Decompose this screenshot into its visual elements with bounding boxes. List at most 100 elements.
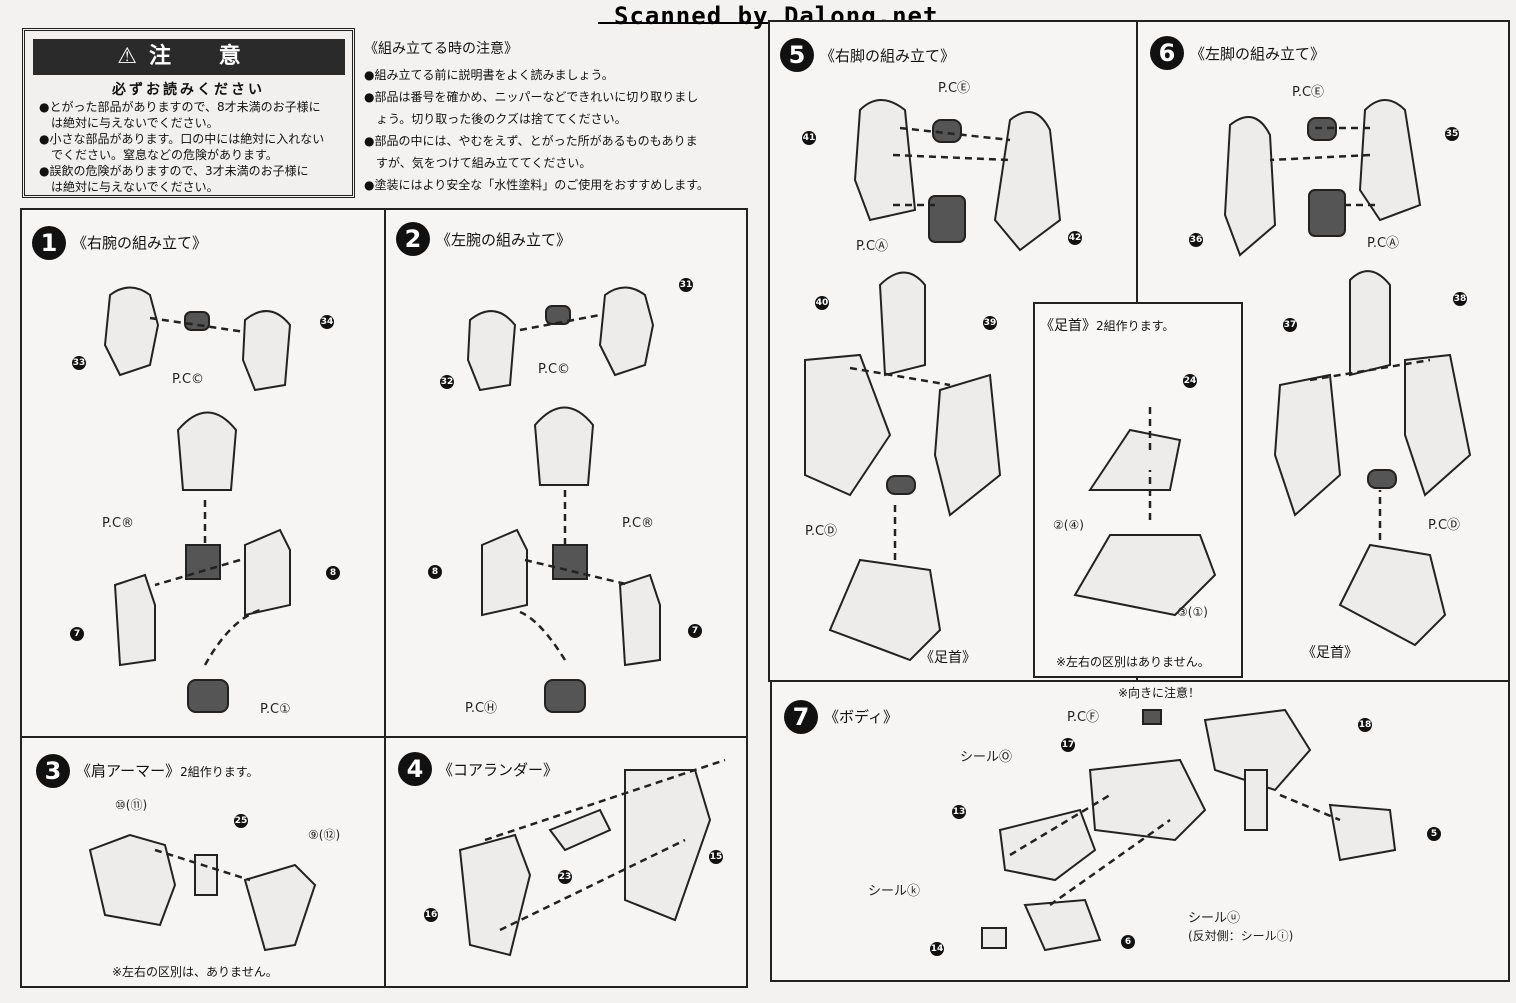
part-number: ②(④) xyxy=(1053,518,1084,532)
direction-note: ※向きに注意！ xyxy=(1118,686,1201,700)
part-14 xyxy=(981,927,1007,949)
pc-e-label: P.CⒺ xyxy=(1292,85,1325,100)
caution-subtitle: 必ずお読みください xyxy=(112,82,265,98)
part-number: 5 xyxy=(1427,827,1441,841)
part-7 xyxy=(113,573,156,667)
part-number: 7 xyxy=(70,627,84,641)
part-40 xyxy=(804,353,892,497)
caution-line: は絶対に与えないでください。 xyxy=(39,116,219,130)
seal-u-label: シールⓤ xyxy=(1188,911,1241,926)
ankle-suffix: 2組作ります。 xyxy=(1096,319,1175,333)
part-6 xyxy=(1023,898,1102,952)
pc-c-label: P.C© xyxy=(538,362,571,377)
pc-d-label: P.CⒹ xyxy=(1428,518,1461,533)
polycap-f xyxy=(1142,709,1162,725)
pc-d-label: P.CⒹ xyxy=(805,524,838,539)
part-5 xyxy=(1328,803,1397,862)
polycap-c xyxy=(184,311,210,331)
part-number: ⑩(⑪) xyxy=(115,798,148,812)
part-23 xyxy=(548,808,612,852)
part-24 xyxy=(1088,428,1182,491)
ankle-part xyxy=(1338,543,1447,647)
part-18 xyxy=(1203,708,1312,792)
step6-title: 《左脚の組み立て》 xyxy=(1190,45,1326,63)
polycap-a xyxy=(928,195,966,243)
pc-f-label: P.CⒻ xyxy=(1067,710,1100,725)
part-number: 36 xyxy=(1189,233,1203,247)
part-number: ⑨(⑫) xyxy=(308,828,341,842)
polycap-a xyxy=(1308,189,1346,237)
ankle-title: 《足首》 xyxy=(1040,318,1096,334)
part-number: 15 xyxy=(709,850,723,864)
part-25 xyxy=(194,854,218,896)
assembly-note: ●部品の中には、やむをえず、とがった所があるものもありま xyxy=(364,134,698,148)
upper-arm xyxy=(533,406,595,486)
part-number: 8 xyxy=(326,566,340,580)
part-number: 39 xyxy=(983,316,997,330)
part-number: 18 xyxy=(1358,718,1372,732)
pc-i-label: P.C① xyxy=(260,702,291,717)
part-number: 40 xyxy=(815,296,829,310)
part-number: 31 xyxy=(679,278,693,292)
ankle-part xyxy=(828,558,942,662)
seal-o-label: シールⓄ xyxy=(960,750,1013,765)
part-13 xyxy=(998,808,1097,882)
part-number: 7 xyxy=(688,624,702,638)
step6-number: 6 xyxy=(1150,36,1184,70)
part-35 xyxy=(1358,99,1422,222)
assembly-note: すが、気をつけて組み立ててください。 xyxy=(364,156,592,170)
ankle-label: 《足首》 xyxy=(920,650,976,666)
pc-a-label: P.CⒶ xyxy=(856,239,889,254)
part-8 xyxy=(244,528,291,617)
pc-c-label: P.C© xyxy=(172,372,205,387)
assembly-note: ●組み立てる前に説明書をよく読みましょう。 xyxy=(364,68,614,82)
step3-heading: 《肩アーマー》2組作ります。 xyxy=(76,760,259,781)
polycap-e xyxy=(932,119,962,143)
part-number: 32 xyxy=(440,375,454,389)
pc-b-label: P.C® xyxy=(622,516,655,531)
caution-header: ⚠ 注 意 xyxy=(33,39,345,75)
step2-number: 2 xyxy=(396,222,430,256)
hand-i xyxy=(187,679,229,713)
part-number: 33 xyxy=(72,356,86,370)
assembly-note: ょう。切り取った後のクズは捨ててください。 xyxy=(364,112,627,126)
part-39 xyxy=(933,373,1002,517)
assembly-note: ●塗装にはより安全な「水性塗料」のご使用をおすすめします。 xyxy=(364,178,710,192)
step1-title: 《右腕の組み立て》 xyxy=(72,234,208,252)
step3-number: 3 xyxy=(36,754,70,788)
step2-title: 《左腕の組み立て》 xyxy=(436,231,572,249)
pc-h-label: P.CⒽ xyxy=(465,701,498,716)
step3-title: 《肩アーマー》 xyxy=(76,762,181,780)
caution-line: は絶対に与えないでください。 xyxy=(39,180,219,194)
step5-title: 《右脚の組み立て》 xyxy=(820,47,956,65)
seal-u-note: (反対側：シールⓘ) xyxy=(1188,929,1294,943)
step3-panel xyxy=(20,736,386,988)
part-9 xyxy=(243,863,317,952)
caution-title: 注 意 xyxy=(149,44,261,69)
pc-a-label: P.CⒶ xyxy=(1367,236,1400,251)
caution-line: ●誤飲の危険がありますので、3才未満のお子様に xyxy=(39,164,309,178)
warning-icon: ⚠ xyxy=(117,44,138,69)
caution-box: ⚠注 意 必ずお読みください ●とがった部品がありますので、8才未満のお子様に … xyxy=(22,28,355,198)
part-41 xyxy=(853,99,917,222)
hand-h xyxy=(544,679,586,713)
part-number: 34 xyxy=(320,315,334,329)
step4-number: 4 xyxy=(398,752,432,786)
part-number: 41 xyxy=(802,131,816,145)
part-17 xyxy=(1088,758,1207,842)
thigh xyxy=(1349,270,1391,377)
part-number: 13 xyxy=(952,805,966,819)
step1-number: 1 xyxy=(32,226,66,260)
part-number: 6 xyxy=(1121,935,1135,949)
part-number: 16 xyxy=(424,908,438,922)
part-33 xyxy=(103,286,160,377)
upper-arm xyxy=(176,411,238,491)
part-37 xyxy=(1273,373,1342,517)
part-number: ③(①) xyxy=(1177,605,1208,619)
part-number: 17 xyxy=(1061,738,1075,752)
step5-number: 5 xyxy=(780,38,814,72)
part-34 xyxy=(241,310,292,392)
polycap-d xyxy=(1367,469,1397,489)
step7-title: 《ボディ》 xyxy=(824,708,898,726)
